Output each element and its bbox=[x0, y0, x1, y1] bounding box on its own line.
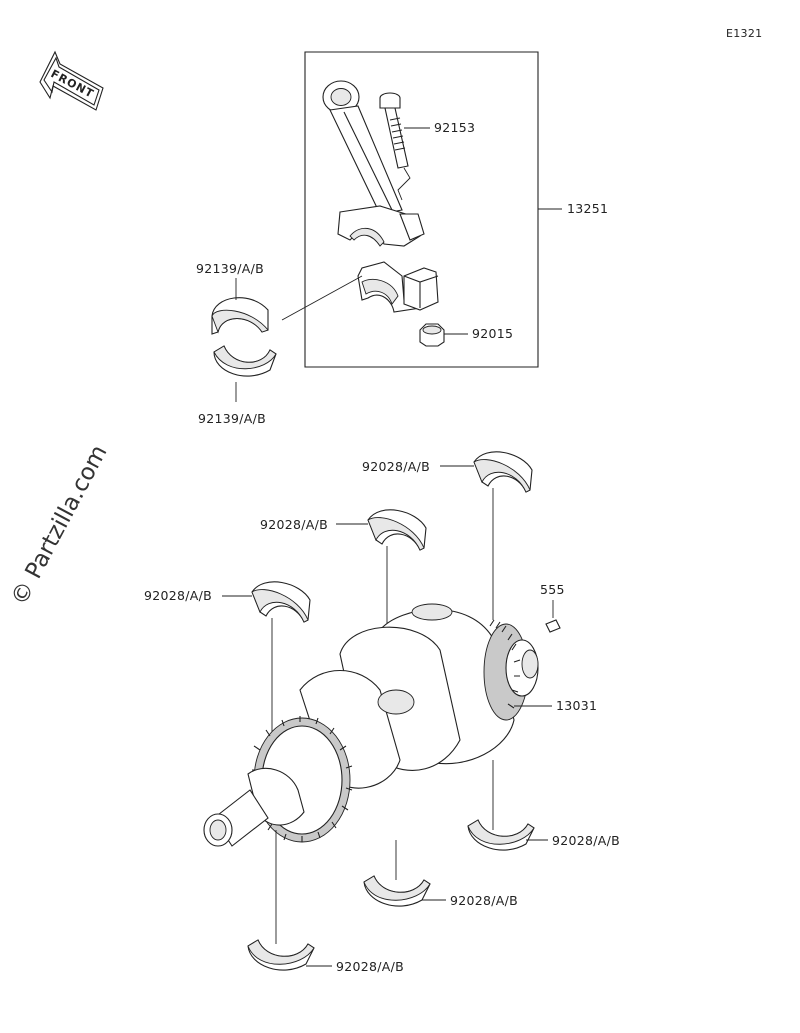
watermark: © Partzilla.com bbox=[6, 441, 112, 610]
callout-bolt: 92153 bbox=[434, 120, 475, 135]
diagram-code: E1321 bbox=[726, 27, 762, 40]
callout-main-bearing-6: 92028/A/B bbox=[336, 959, 404, 974]
callout-crankshaft: 13031 bbox=[556, 698, 597, 713]
crankshaft bbox=[203, 600, 561, 847]
callout-main-bearing-4: 92028/A/B bbox=[552, 833, 620, 848]
callout-conrod-bearing-upper: 92139/A/B bbox=[196, 261, 264, 276]
callout-main-bearing-3: 92028/A/B bbox=[144, 588, 212, 603]
main-bearing-5 bbox=[363, 840, 446, 907]
main-bearing-1 bbox=[440, 451, 533, 620]
main-bearing-6 bbox=[247, 830, 332, 971]
conrod-assembly-frame bbox=[304, 51, 562, 368]
front-arrow-icon: FRONT bbox=[39, 50, 104, 111]
conrod-bearing-lower bbox=[213, 345, 277, 402]
nut bbox=[419, 323, 468, 347]
conrod-bearing-upper bbox=[211, 275, 363, 335]
bolt bbox=[379, 92, 430, 201]
connecting-rod bbox=[322, 80, 425, 247]
callout-conrod-assy: 13251 bbox=[567, 201, 608, 216]
callout-conrod-bearing-lower: 92139/A/B bbox=[198, 411, 266, 426]
callout-main-bearing-2: 92028/A/B bbox=[260, 517, 328, 532]
rod-cap bbox=[357, 261, 439, 313]
main-bearing-3 bbox=[222, 581, 311, 740]
callout-main-bearing-5: 92028/A/B bbox=[450, 893, 518, 908]
callout-pin: 555 bbox=[540, 582, 565, 597]
callout-main-bearing-1: 92028/A/B bbox=[362, 459, 430, 474]
callout-nut: 92015 bbox=[472, 326, 513, 341]
main-bearing-4 bbox=[467, 760, 548, 851]
